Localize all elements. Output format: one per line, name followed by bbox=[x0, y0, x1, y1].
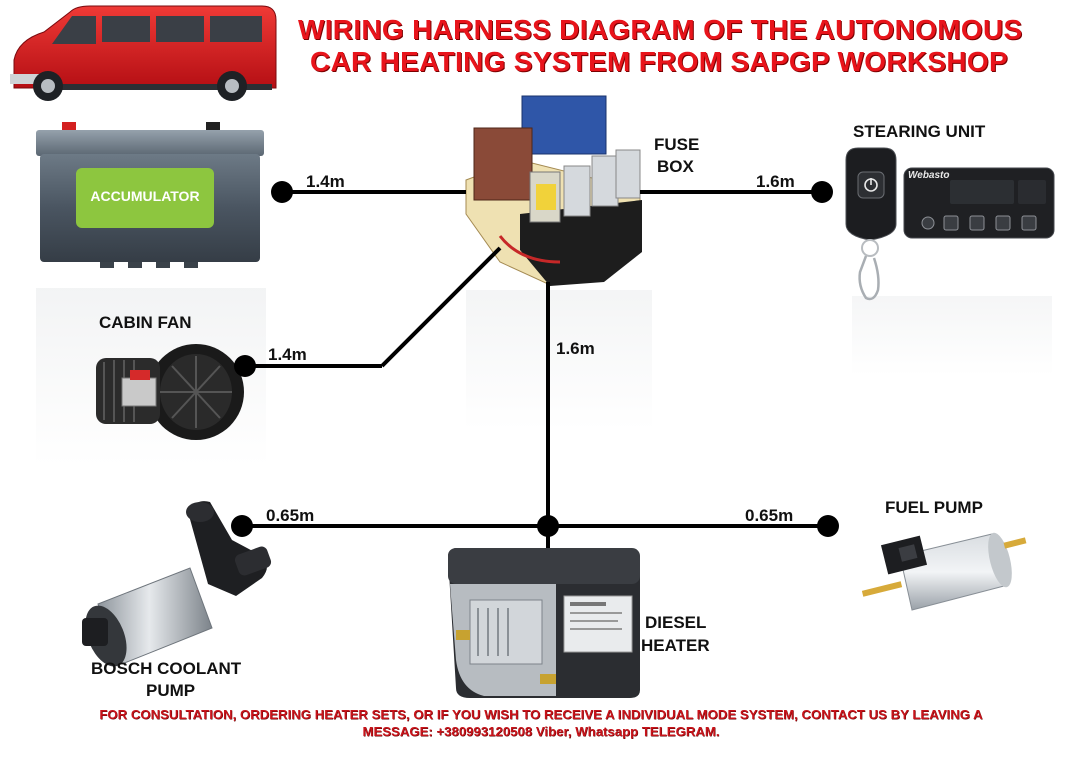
wire-length-fuse-stearing: 1.6m bbox=[756, 172, 795, 191]
terminal-stearing bbox=[811, 181, 833, 203]
coolant-pump-label-2: PUMP bbox=[146, 681, 196, 700]
terminal-fuel-pump bbox=[817, 515, 839, 537]
control-panel-icon bbox=[903, 167, 1055, 239]
title-line-1: WIRING HARNESS DIAGRAM OF THE AUTONOMOUS bbox=[298, 14, 1023, 45]
footer-line-1: FOR CONSULTATION, ORDERING HEATER SETS, … bbox=[99, 707, 983, 722]
wire-terminals bbox=[231, 181, 839, 537]
title-line-2: CAR HEATING SYSTEM FROM SAPGP WORKSHOP bbox=[310, 46, 1008, 77]
diesel-heater-label-1: DIESEL bbox=[645, 613, 707, 632]
fuel-pump-icon bbox=[861, 532, 1027, 611]
accumulator-label: ACCUMULATOR bbox=[90, 188, 200, 204]
cabin-fan-label: CABIN FAN bbox=[99, 313, 192, 332]
terminal-accumulator bbox=[271, 181, 293, 203]
van-icon bbox=[10, 5, 277, 101]
footer-line-2: MESSAGE: +380993120508 Viber, Whatsapp T… bbox=[362, 724, 720, 739]
terminal-junction bbox=[537, 515, 559, 537]
wire-fan-diagonal bbox=[380, 246, 502, 368]
terminal-coolant-pump bbox=[231, 515, 253, 537]
fuse-box-label-1: FUSE bbox=[654, 135, 700, 154]
terminal-cabin-fan bbox=[234, 355, 256, 377]
fuse-box-label-2: BOX bbox=[657, 157, 694, 176]
fuel-pump-label: FUEL PUMP bbox=[885, 498, 983, 517]
coolant-pump-label-1: BOSCH COOLANT bbox=[91, 659, 242, 678]
cabin-fan-icon bbox=[96, 344, 244, 440]
wire-length-heater-fuel-pump: 0.65m bbox=[745, 506, 794, 525]
wire-length-accumulator-fuse: 1.4m bbox=[306, 172, 345, 191]
wire-length-fan-fuse: 1.4m bbox=[268, 345, 307, 364]
diesel-heater-label-2: HEATER bbox=[641, 636, 710, 655]
coolant-pump-icon bbox=[82, 501, 272, 667]
stearing-unit-label: STEARING UNIT bbox=[853, 122, 986, 141]
footer-contact: FOR CONSULTATION, ORDERING HEATER SETS, … bbox=[20, 706, 1062, 740]
page-title: WIRING HARNESS DIAGRAM OF THE AUTONOMOUS… bbox=[298, 14, 1078, 78]
wire-length-fuse-heater: 1.6m bbox=[556, 339, 595, 358]
accumulator-icon bbox=[36, 122, 264, 268]
webasto-brand-label: Webasto bbox=[908, 170, 950, 181]
remote-key-icon bbox=[845, 147, 897, 301]
fuse-box-icon bbox=[465, 95, 642, 286]
diesel-heater-icon bbox=[448, 548, 640, 698]
wire-length-coolant-heater: 0.65m bbox=[266, 506, 315, 525]
